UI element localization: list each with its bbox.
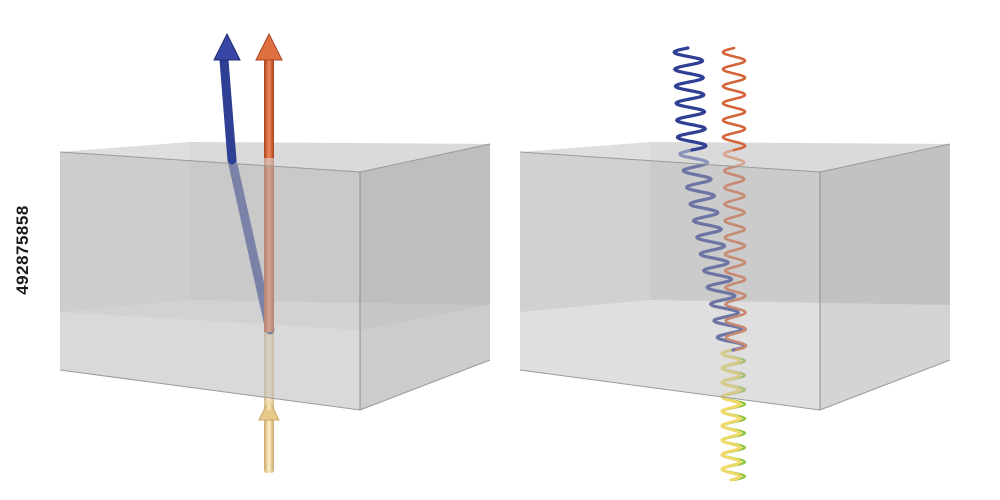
right-panel xyxy=(519,46,951,482)
helix-input-yellow xyxy=(720,348,742,482)
helix-orange-top xyxy=(721,46,747,152)
arrow-up-icon xyxy=(213,32,241,61)
stock-id-text: 492875858 xyxy=(13,205,32,295)
left-panel xyxy=(59,32,491,473)
beam-blue-output xyxy=(213,32,241,165)
helical-waves xyxy=(678,148,748,482)
crystal-right-front xyxy=(519,142,951,411)
helix-blue-top xyxy=(672,46,708,152)
helix-blue xyxy=(678,148,747,352)
helical-waves-top xyxy=(672,46,747,152)
arrow-up-icon xyxy=(255,32,283,61)
helix-orange xyxy=(722,148,748,352)
beam-orange-output xyxy=(255,32,283,158)
crystal-left-front xyxy=(59,142,491,411)
input-beam xyxy=(258,398,280,473)
